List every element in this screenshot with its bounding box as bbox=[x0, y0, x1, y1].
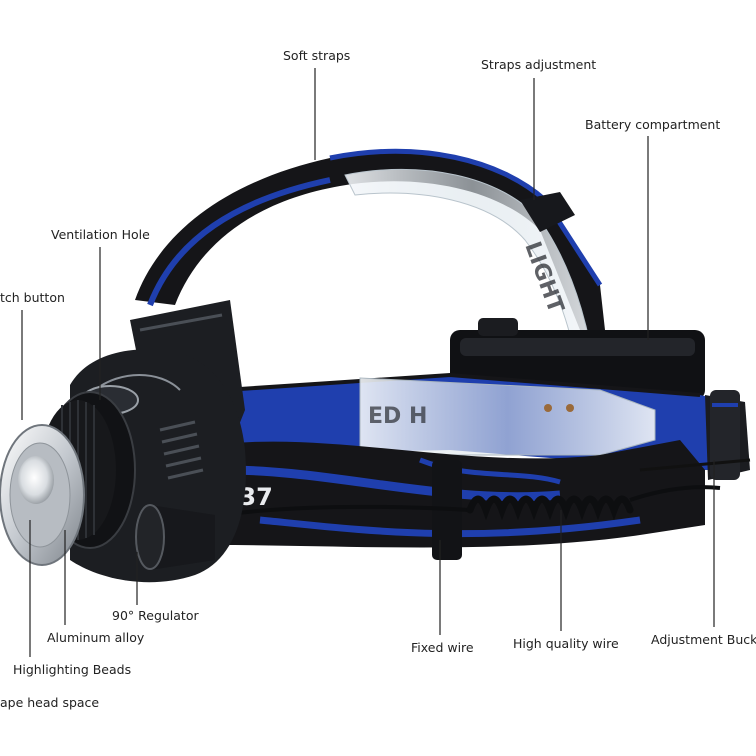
leader-lines bbox=[21, 68, 715, 657]
led-lens bbox=[18, 456, 54, 504]
label-regulator: 90° Regulator bbox=[112, 608, 199, 623]
clear-lower-band: ED H bbox=[359, 377, 656, 456]
label-aluminum-alloy: Aluminum alloy bbox=[47, 630, 145, 645]
regulator-knob[interactable] bbox=[135, 504, 215, 570]
ventilation-grille bbox=[159, 420, 204, 480]
label-ventilation-hole: Ventilation Hole bbox=[51, 227, 150, 242]
label-battery-compartment: Battery compartment bbox=[585, 117, 721, 132]
label-highlighting-beads: Highlighting Beads bbox=[13, 662, 132, 677]
label-switch-button: tch button bbox=[0, 290, 65, 305]
label-soft-straps: Soft straps bbox=[283, 48, 351, 63]
adjustment-buckle bbox=[639, 390, 751, 480]
lamp-head-front bbox=[0, 391, 136, 566]
strap-adjuster bbox=[520, 192, 575, 232]
label-straps-adjustment: Straps adjustment bbox=[481, 57, 597, 72]
lower-band-print: ED H bbox=[368, 404, 427, 429]
label-fixed-wire: Fixed wire bbox=[411, 640, 474, 655]
label-adjustment-buckle: Adjustment Buckle bbox=[651, 632, 756, 647]
label-high-quality-wire: High quality wire bbox=[513, 636, 619, 651]
label-head-space: ape head space bbox=[0, 695, 100, 710]
